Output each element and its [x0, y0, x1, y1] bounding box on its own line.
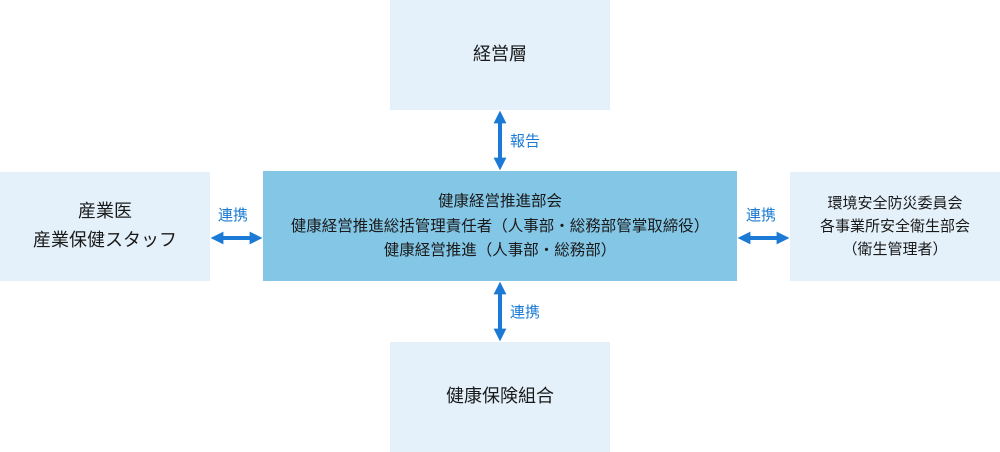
health-staff-label: 産業保健スタッフ	[33, 229, 177, 251]
health-manager-label: （衛生管理者）	[842, 240, 948, 259]
health-insurance-union-label: 健康保険組合	[446, 385, 554, 407]
site-safety-subcommittee-label: 各事業所安全衛生部会	[819, 216, 970, 235]
committee-title: 健康経営推進部会	[437, 191, 562, 210]
management-label: 経営層	[473, 43, 527, 65]
health-management-committee-box: 健康経営推進部会 健康経営推進総括管理責任者（人事部・総務部管掌取締役） 健康経…	[263, 171, 737, 281]
health-insurance-union-box: 健康保険組合	[390, 342, 610, 452]
cooperation-label-right: 連携	[746, 206, 777, 224]
industrial-physician-box: 産業医 産業保健スタッフ	[0, 172, 210, 281]
management-box: 経営層	[390, 0, 610, 110]
committee-promotion: 健康経営推進（人事部・総務部）	[383, 241, 617, 260]
cooperation-label-bottom: 連携	[510, 303, 541, 321]
safety-committee-box: 環境安全防災委員会 各事業所安全衛生部会 （衛生管理者）	[790, 172, 1000, 281]
safety-committee-label: 環境安全防災委員会	[827, 193, 963, 212]
report-label: 報告	[510, 132, 541, 150]
committee-manager: 健康経営推進総括管理責任者（人事部・総務部管掌取締役）	[290, 216, 710, 235]
industrial-physician-label: 産業医	[78, 200, 132, 222]
cooperation-label-left: 連携	[218, 206, 249, 224]
